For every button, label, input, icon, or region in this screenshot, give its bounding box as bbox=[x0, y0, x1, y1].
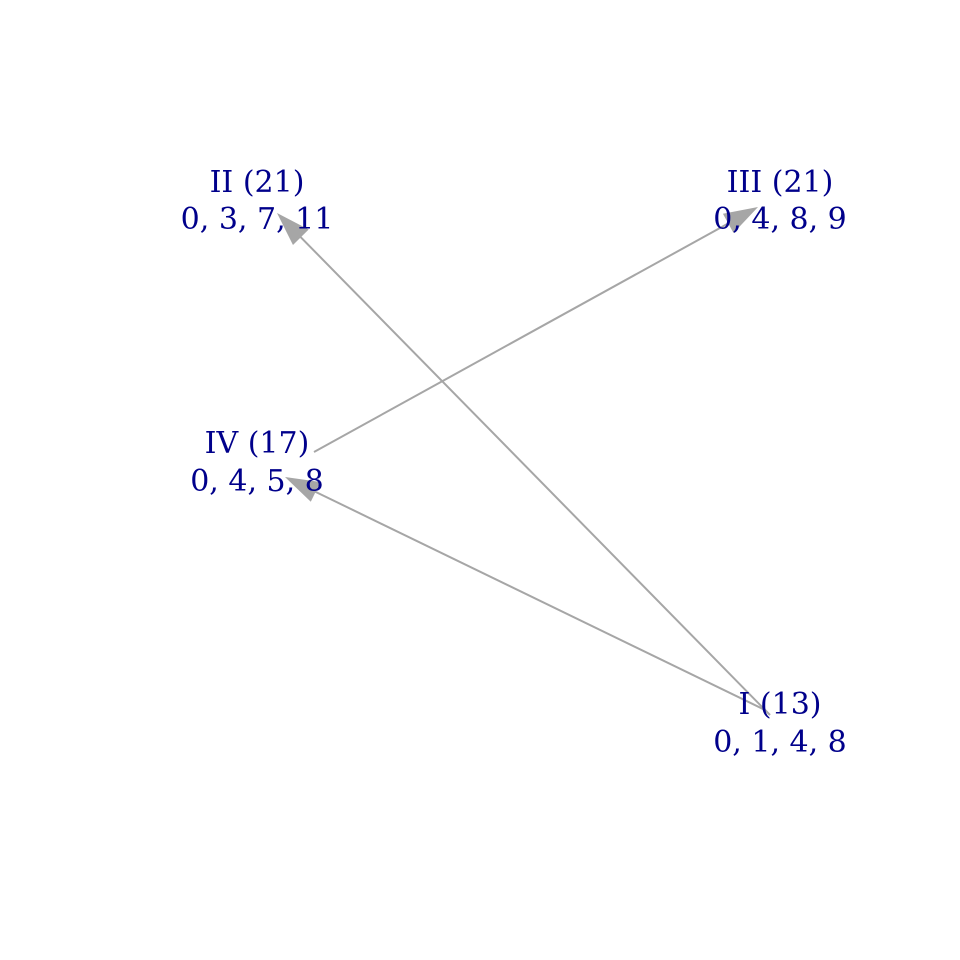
edge-line bbox=[313, 220, 733, 453]
node-IV-title: IV (17) bbox=[205, 426, 310, 461]
node-I-values: 0, 1, 4, 8 bbox=[713, 725, 847, 760]
edge-IV-to-III bbox=[313, 207, 758, 453]
node-III: III (21) 0, 4, 8, 9 bbox=[713, 165, 847, 237]
edge-I-to-IV bbox=[285, 477, 766, 711]
edge-line bbox=[297, 233, 771, 716]
arrowhead-icon bbox=[277, 213, 309, 245]
node-II-values: 0, 3, 7, 11 bbox=[181, 202, 334, 237]
arrowhead-icon bbox=[722, 207, 758, 234]
edge-I-to-II bbox=[277, 213, 771, 716]
node-IV: IV (17) 0, 4, 5, 8 bbox=[190, 426, 324, 499]
nodes-layer: I (13) 0, 1, 4, 8 II (21) 0, 3, 7, 11 II… bbox=[181, 165, 847, 760]
node-II-title: II (21) bbox=[210, 165, 305, 200]
node-II: II (21) 0, 3, 7, 11 bbox=[181, 165, 334, 237]
edges-layer bbox=[277, 207, 771, 716]
node-I-title: I (13) bbox=[739, 687, 822, 722]
node-III-values: 0, 4, 8, 9 bbox=[713, 202, 847, 237]
node-IV-values: 0, 4, 5, 8 bbox=[190, 464, 324, 499]
edge-line bbox=[311, 489, 766, 711]
node-III-title: III (21) bbox=[727, 165, 834, 200]
node-I: I (13) 0, 1, 4, 8 bbox=[713, 687, 847, 760]
arrowhead-icon bbox=[285, 477, 321, 502]
